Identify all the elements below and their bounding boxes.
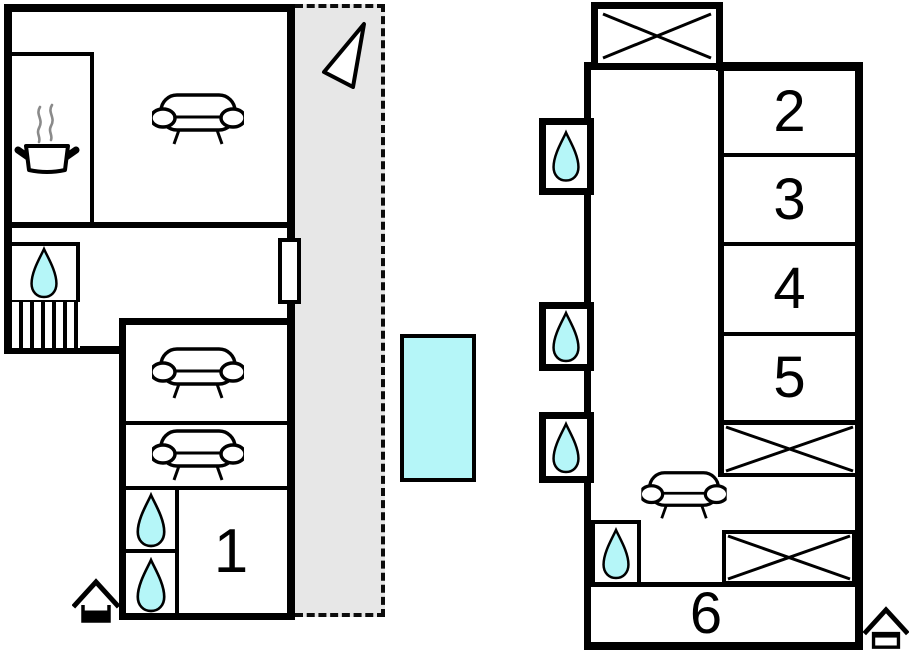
room-label-4: 4 [773, 256, 806, 321]
cooking-pot-icon [14, 94, 80, 176]
sofa-icon [152, 92, 244, 148]
stairwell-cross-icon [727, 534, 851, 581]
north-arrow-icon [318, 18, 372, 96]
wall-segment [119, 318, 126, 620]
sofa-icon [152, 428, 244, 484]
water-drop-icon [550, 421, 582, 475]
wall-segment [119, 613, 295, 620]
terrace [295, 4, 385, 617]
water-drop-icon [550, 129, 582, 184]
room-divider [724, 473, 855, 477]
stairwell-box [591, 2, 723, 70]
pool [400, 334, 476, 482]
kitchen-partition [90, 52, 94, 226]
room-divider [123, 486, 287, 490]
wall-segment [718, 70, 724, 477]
stairwell-cross-icon [725, 425, 854, 473]
room-label-2: 2 [773, 79, 806, 144]
sofa-icon [638, 470, 730, 522]
water-drop-icon [550, 310, 582, 364]
water-drop-icon [134, 557, 168, 614]
wall-segment [4, 222, 295, 228]
house-upper-floor-icon [863, 604, 909, 652]
wall-segment [716, 62, 863, 71]
wall-segment [4, 4, 12, 350]
sofa-icon [152, 346, 244, 402]
room-divider [724, 332, 855, 336]
room-label-1: 1 [213, 517, 249, 586]
stairwell-cross-icon [602, 12, 712, 60]
wall-segment [4, 4, 295, 12]
water-drop-icon [134, 492, 168, 549]
wall-segment [287, 4, 295, 620]
room-divider [724, 242, 855, 246]
room-divider [123, 549, 179, 553]
kitchen-partition [8, 52, 94, 56]
room-label-5: 5 [773, 345, 806, 410]
room-label-6: 6 [689, 580, 723, 646]
water-drop-icon [600, 527, 632, 581]
wall-segment [4, 346, 126, 354]
bathroom-box [539, 118, 594, 195]
room-divider [123, 421, 287, 425]
room-label-3: 3 [773, 166, 806, 232]
wall-segment [119, 318, 295, 325]
room-divider [724, 153, 855, 157]
house-ground-floor-icon [72, 578, 120, 624]
wall-segment [855, 62, 863, 650]
wall-segment [584, 642, 863, 650]
water-drop-icon [28, 246, 60, 300]
stairs-icon [8, 302, 80, 348]
door [278, 238, 301, 304]
room-divider [724, 420, 855, 425]
room-divider [591, 582, 856, 587]
